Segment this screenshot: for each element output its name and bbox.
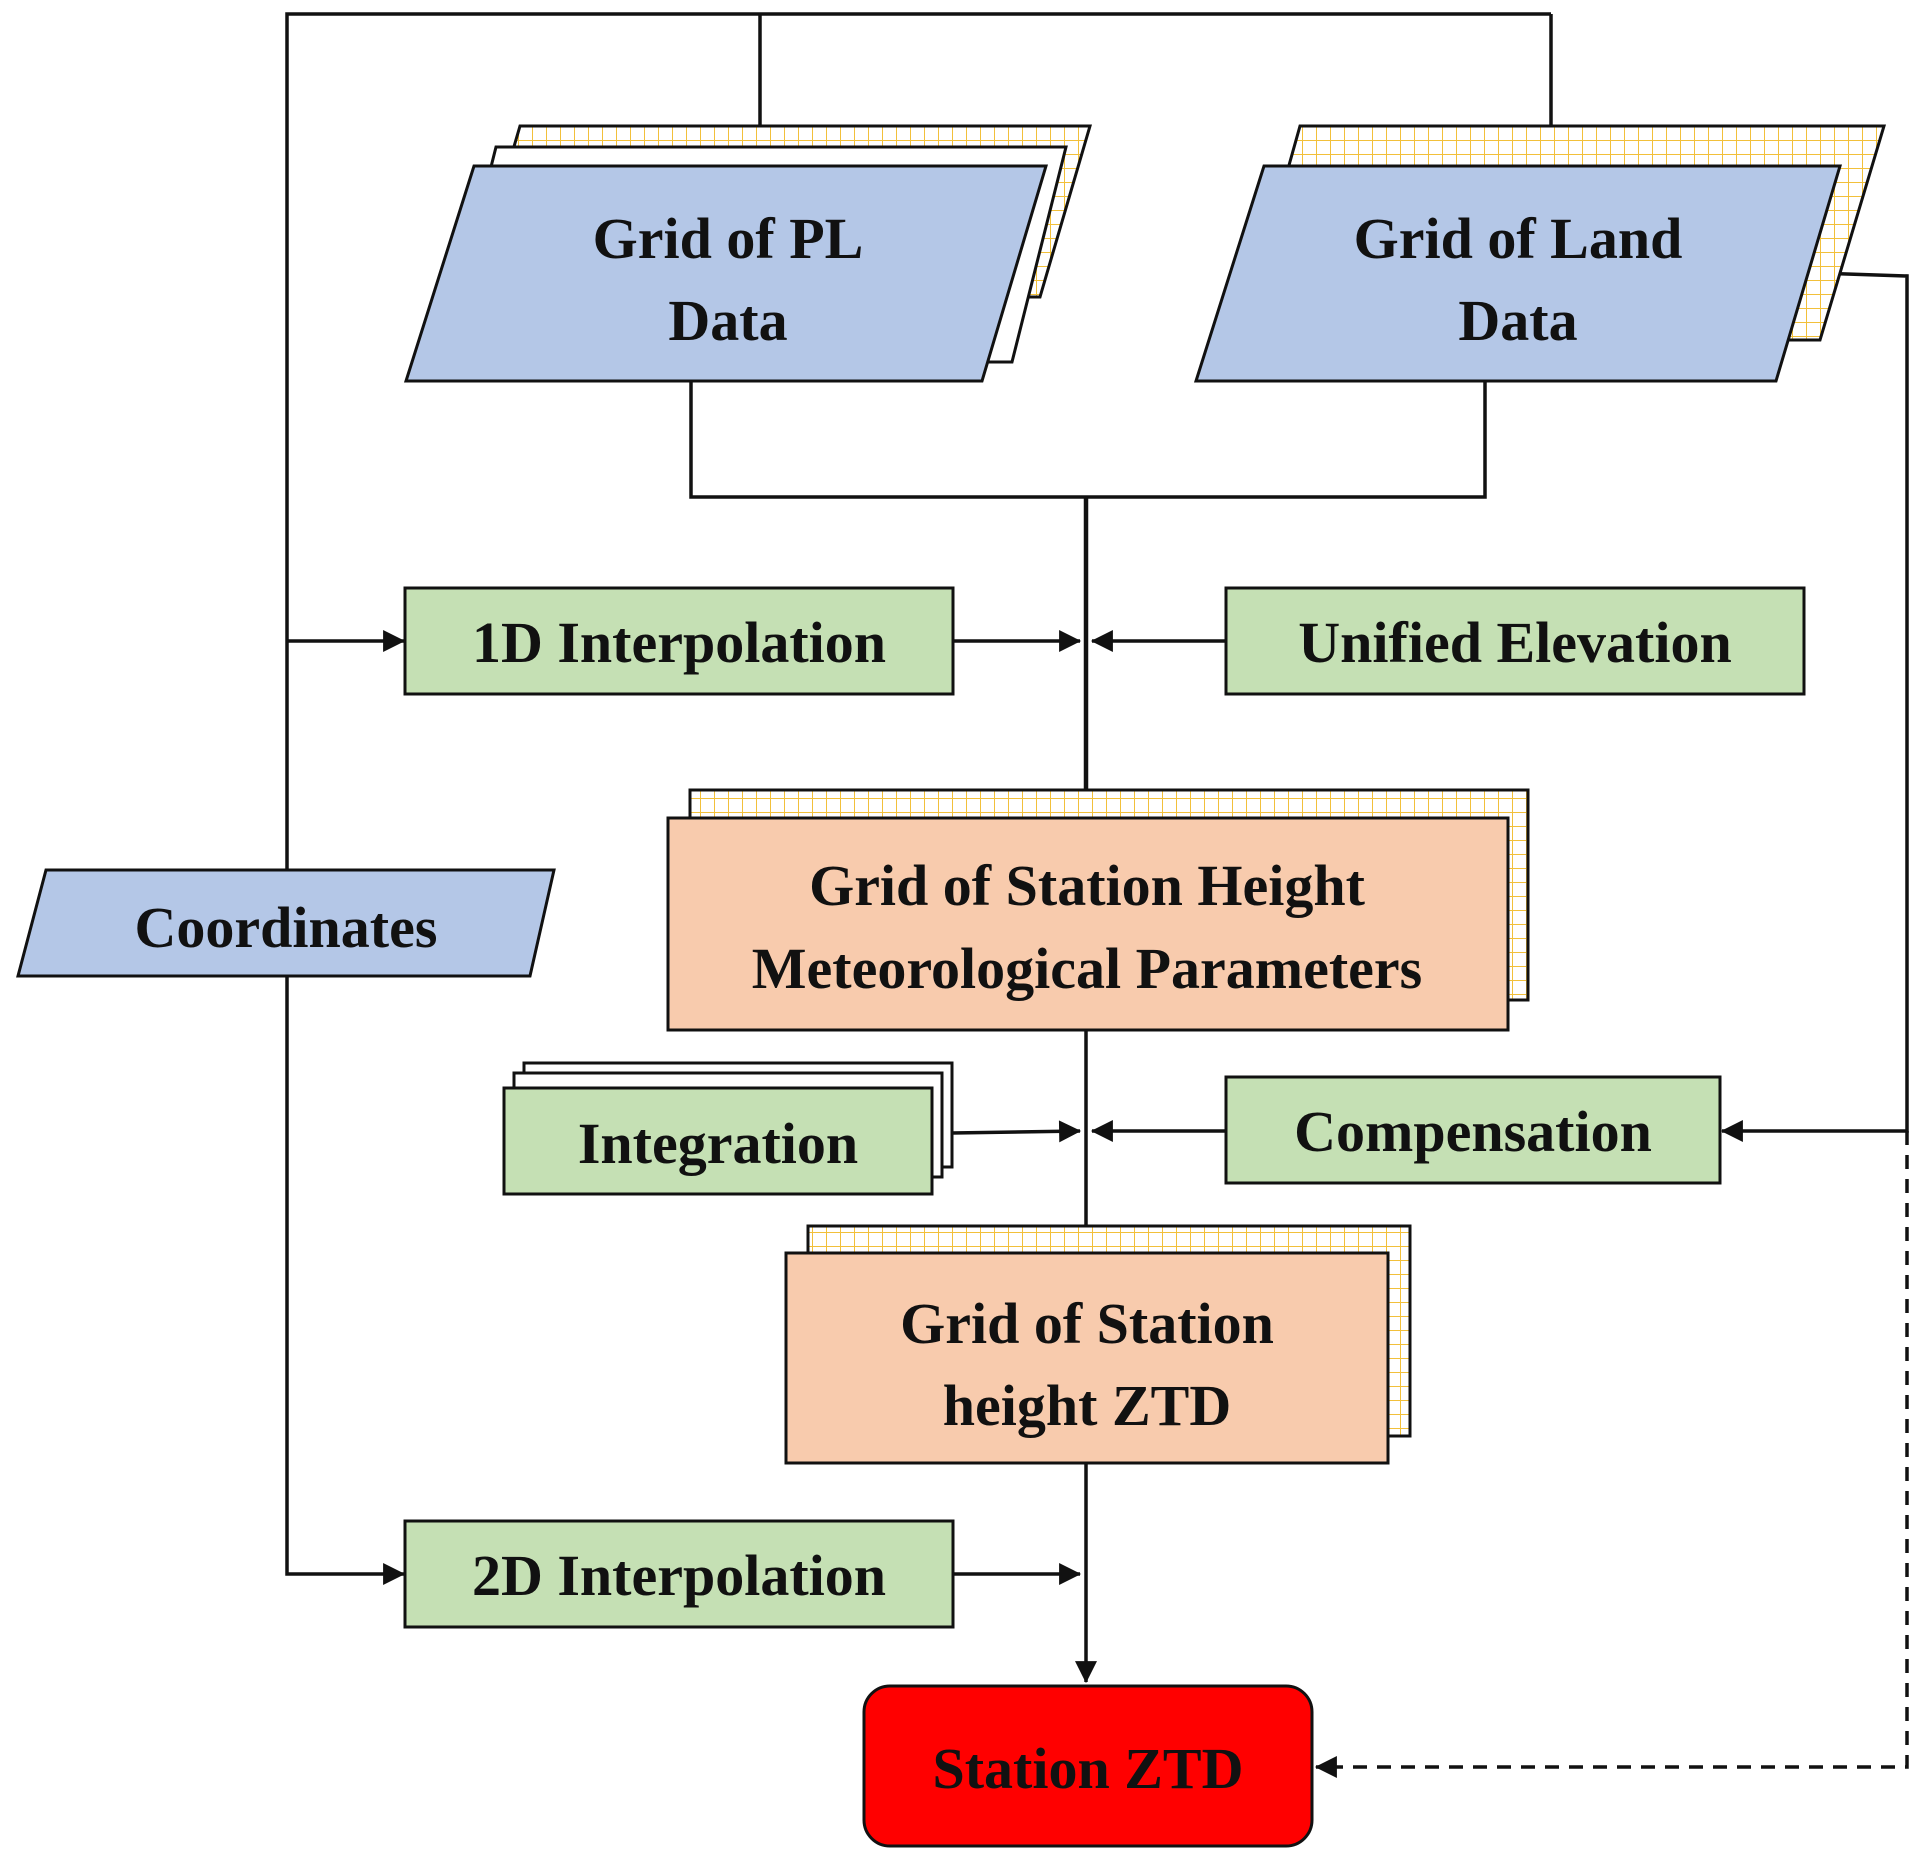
coordinates-node: Coordinates (16, 868, 556, 978)
grid-land-label-line-2: Data (1458, 288, 1577, 353)
unified-elevation-label: Unified Elevation (1298, 610, 1731, 675)
1d-interpolation-node: 1D Interpolation (403, 586, 955, 696)
2d-interpolation-label: 2D Interpolation (472, 1543, 886, 1608)
grid-land-data-node: Grid of Land Data (1193, 124, 1887, 383)
grid-station-met-node: Grid of Station Height Meteorological Pa… (666, 788, 1530, 1032)
station-ztd-node: Station ZTD (862, 1684, 1314, 1848)
grid-pl-label-line-1: Grid of PL (593, 206, 864, 271)
grid-pl-front-layer (403, 164, 1049, 383)
2d-interpolation-box (403, 1519, 955, 1629)
1d-interpolation-label: 1D Interpolation (472, 610, 886, 675)
station-ztd-label: Station ZTD (932, 1736, 1243, 1801)
2d-interpolation-node: 2D Interpolation (403, 1519, 955, 1629)
edge-integration-to-trunk (951, 1120, 1082, 1143)
station-ztd-box (862, 1684, 1314, 1848)
grid-station-met-label-line-2: Meteorological Parameters (752, 936, 1422, 1001)
integration-front-layer (502, 1086, 934, 1196)
connectors (285, 12, 1909, 1778)
edge-coordinates-to-2d-interpolation (285, 975, 406, 1585)
unified-elevation-box (1224, 586, 1806, 696)
coordinates-label: Coordinates (135, 895, 438, 960)
edge-grid-pl-merge (689, 381, 1487, 499)
edge-grid-land-to-compensation (1720, 271, 1909, 1142)
grid-station-met-label-line-1: Grid of Station Height (809, 853, 1366, 918)
edge-grid-land-to-station-ztd-dashed (1314, 1131, 1909, 1778)
grid-station-met-front-layer (666, 816, 1510, 1032)
coordinates-parallelogram (16, 868, 556, 978)
1d-interpolation-box (403, 586, 955, 696)
unified-elevation-node: Unified Elevation (1224, 586, 1806, 696)
grid-station-ztd-label-line-1: Grid of Station (900, 1291, 1274, 1356)
grid-pl-data-node: Grid of PL Data (403, 124, 1093, 383)
compensation-box (1224, 1075, 1722, 1185)
edge-coordinates-top-trunk (285, 12, 1551, 870)
integration-label: Integration (578, 1111, 858, 1176)
grid-pl-label-line-2: Data (668, 288, 787, 353)
grid-station-ztd-node: Grid of Station height ZTD (784, 1224, 1412, 1465)
grid-land-front-layer (1193, 164, 1843, 383)
grid-land-label-line-1: Grid of Land (1354, 206, 1683, 271)
grid-station-ztd-label-line-2: height ZTD (943, 1373, 1231, 1438)
compensation-node: Compensation (1224, 1075, 1722, 1185)
integration-node: Integration (502, 1061, 954, 1196)
compensation-label: Compensation (1294, 1099, 1652, 1164)
grid-station-ztd-front-layer (784, 1251, 1390, 1465)
